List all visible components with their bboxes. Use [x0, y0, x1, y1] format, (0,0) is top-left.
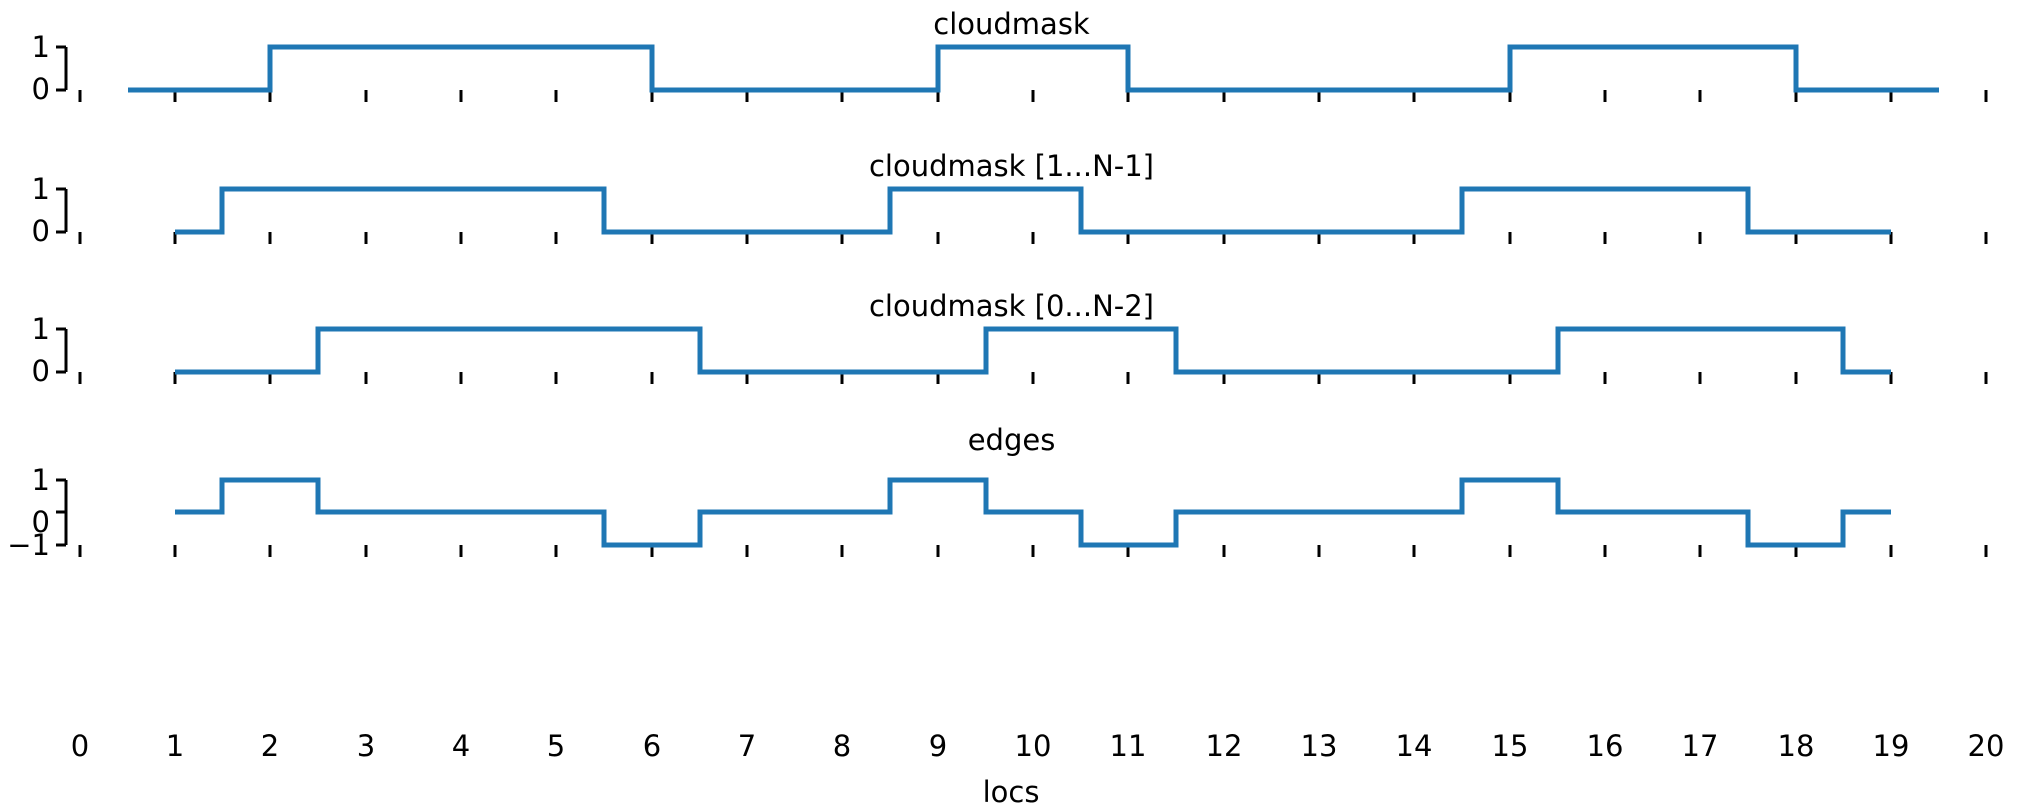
xtick-label-12: 12	[1205, 729, 1243, 763]
ytick-label-0: 0	[31, 354, 50, 388]
subplot-title-cloudmask: cloudmask	[933, 7, 1090, 41]
ytick-label-0: 0	[31, 505, 50, 539]
waveform-edges	[175, 477, 1891, 548]
ytick-label-0: 0	[31, 72, 50, 106]
xtick-label-20: 20	[1967, 729, 2005, 763]
xtick-label-17: 17	[1681, 729, 1719, 763]
subplot-title-cloudmask-0-n2: cloudmask [0...N-2]	[868, 289, 1154, 323]
waveform-cloudmask-1-n1	[175, 186, 1891, 235]
plot-area-edges	[56, 477, 1988, 557]
subplot-cloudmask-1-n1: cloudmask [1...N-1] 1 0	[0, 140, 2023, 280]
plot-area-cloudmask-0-n2	[56, 326, 1988, 384]
xtick-label-8: 8	[832, 729, 852, 763]
subplot-title-edges: edges	[967, 423, 1056, 457]
subplot-cloudmask: cloudmask 1 0	[0, 0, 2023, 140]
plot-area-cloudmask-1-n1	[56, 186, 1988, 244]
xtick-label-16: 16	[1586, 729, 1624, 763]
xtick-label-7: 7	[737, 729, 757, 763]
xtick-label-19: 19	[1872, 729, 1910, 763]
subplot-edges: edges 1 0 −1	[0, 420, 2023, 620]
subplot-title-cloudmask-1-n1: cloudmask [1...N-1]	[868, 149, 1154, 183]
xtick-label-3: 3	[356, 729, 376, 763]
ytick-label-0: 0	[31, 214, 50, 248]
xtick-label-10: 10	[1014, 729, 1052, 763]
xtick-label-9: 9	[928, 729, 948, 763]
xtick-label-2: 2	[260, 729, 280, 763]
xtick-label-18: 18	[1777, 729, 1815, 763]
subplot-cloudmask-0-n2: cloudmask [0...N-2] 1 0	[0, 280, 2023, 420]
ytick-label-1: 1	[31, 312, 50, 346]
xtick-label-13: 13	[1300, 729, 1338, 763]
plot-area-cloudmask	[56, 44, 1988, 102]
waveform-cloudmask-0-n2	[175, 326, 1891, 375]
waveform-cloudmask	[128, 44, 1939, 93]
xtick-label-14: 14	[1395, 729, 1433, 763]
xtick-label-1: 1	[165, 729, 185, 763]
xtick-label-0: 0	[70, 729, 90, 763]
xtick-label-6: 6	[642, 729, 662, 763]
ytick-label-1: 1	[31, 30, 50, 64]
xaxis-title: locs	[982, 775, 1040, 809]
xtick-label-4: 4	[451, 729, 471, 763]
ytick-label-1: 1	[31, 463, 50, 497]
xtick-label-15: 15	[1491, 729, 1529, 763]
xtick-label-11: 11	[1109, 729, 1147, 763]
xtick-label-5: 5	[546, 729, 566, 763]
ytick-label-minus1: −1	[7, 528, 50, 562]
ytick-label-1: 1	[31, 172, 50, 206]
x-axis: 0 1 2 3 4 5 6 7 8 9 10 11 12 13 14 15 16…	[0, 545, 2023, 808]
